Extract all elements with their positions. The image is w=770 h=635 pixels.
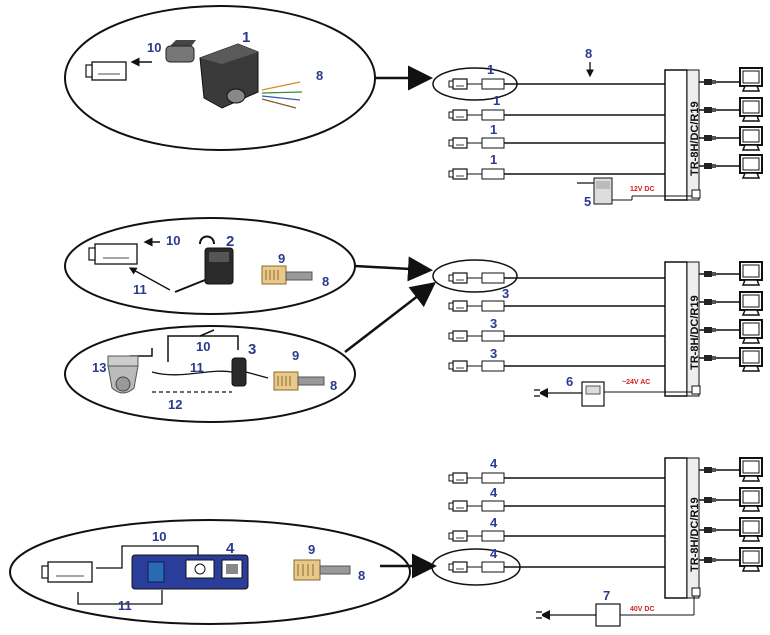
channel-1-3: 1 (448, 122, 665, 149)
label-video: 10 (196, 339, 210, 354)
label-power: 11 (133, 282, 147, 297)
channel-label: 1 (487, 62, 494, 77)
hub-label: TR-8H/DC/R19 (689, 497, 701, 572)
voltage-label: 40V DC (630, 606, 655, 613)
voltage-label: 12V DC (630, 186, 655, 193)
channel-label: 4 (490, 485, 498, 500)
camera-icon (85, 61, 127, 81)
hub-1: TR-8H/DC/R19 (664, 69, 701, 201)
psu-5-icon (577, 177, 692, 205)
label-cable: 8 (330, 378, 337, 393)
channel-label: 1 (493, 93, 500, 108)
label-cable: 8 (322, 274, 329, 289)
section-2: 10 2 11 9 8 13 (64, 217, 763, 423)
rj45-icon (261, 265, 313, 285)
label-balun-2: 2 (226, 233, 234, 250)
label-rj45: 9 (292, 348, 299, 363)
hub-label: TR-8H/DC/R19 (689, 101, 701, 176)
channel-label: 3 (490, 316, 497, 331)
label-twisted-pair: 8 (316, 68, 323, 83)
channel-2-1 (448, 272, 665, 284)
rj45-icon (273, 371, 325, 391)
channel-2-3: 3 (448, 316, 665, 342)
monitors-1 (699, 67, 763, 179)
channel-2-4: 3 (448, 346, 665, 372)
section-3: 10 11 4 9 8 4 (9, 456, 763, 627)
channel-3-1: 4 (448, 456, 665, 484)
channel-1-4: 1 (448, 152, 665, 180)
section-1: 10 1 8 8 1 (64, 5, 763, 209)
label-camera-cable: 10 (147, 40, 161, 55)
label-cable: 8 (358, 568, 365, 583)
camera-icon (88, 243, 138, 265)
label-dome: 13 (92, 360, 106, 375)
wiring-4 (77, 545, 199, 605)
dome-camera-icon (107, 348, 153, 394)
label-video: 10 (166, 233, 180, 248)
psu-6-icon (534, 381, 692, 407)
label-rj45: 9 (308, 542, 315, 557)
channel-label: 4 (490, 456, 498, 471)
channel-2-2: 3 (448, 286, 665, 312)
channel-label: 1 (490, 152, 497, 167)
rj45-icon (293, 559, 351, 581)
balun-1-icon (165, 40, 259, 109)
label-video: 10 (152, 529, 166, 544)
highlight-ellipse-2 (432, 259, 518, 293)
twisted-pair-icon (261, 81, 303, 109)
channel-label: 3 (490, 346, 497, 361)
label-balun-4: 4 (226, 540, 235, 557)
label-cable-8: 8 (585, 46, 592, 61)
channel-3-2: 4 (448, 485, 665, 512)
hub-2: TR-8H/DC/R19 (664, 261, 701, 397)
hub-3: TR-8H/DC/R19 (664, 457, 701, 599)
psu-7-icon (536, 596, 695, 627)
balun-4-icon (131, 554, 249, 590)
detail-ellipse-3 (64, 325, 356, 423)
label-balun-3: 3 (248, 341, 256, 358)
camera-icon (41, 561, 93, 583)
psu-label: 5 (584, 194, 591, 209)
channel-1-1: 1 (448, 62, 665, 90)
label-power: 11 (190, 360, 204, 375)
channel-label: 4 (490, 515, 498, 530)
label-rj45: 9 (278, 251, 285, 266)
balun-3-icon (151, 329, 269, 393)
psu-label: 7 (603, 588, 610, 603)
label-data: 12 (168, 397, 182, 412)
label-power: 11 (118, 598, 132, 613)
channel-3-3: 4 (448, 515, 665, 542)
detail-ellipse-4 (9, 519, 411, 625)
hub-label: TR-8H/DC/R19 (689, 295, 701, 370)
psu-label: 6 (566, 374, 573, 389)
monitors-2 (699, 261, 763, 372)
channel-label: 1 (490, 122, 497, 137)
channel-label: 3 (502, 286, 509, 301)
label-balun-1: 1 (242, 29, 250, 46)
channel-label: 4 (490, 546, 498, 561)
voltage-label: ~24V AC (622, 379, 650, 386)
channel-1-2: 1 (448, 93, 665, 121)
channel-3-4: 4 (448, 546, 665, 573)
balun-2-icon (174, 235, 234, 293)
monitors-3 (699, 457, 763, 572)
